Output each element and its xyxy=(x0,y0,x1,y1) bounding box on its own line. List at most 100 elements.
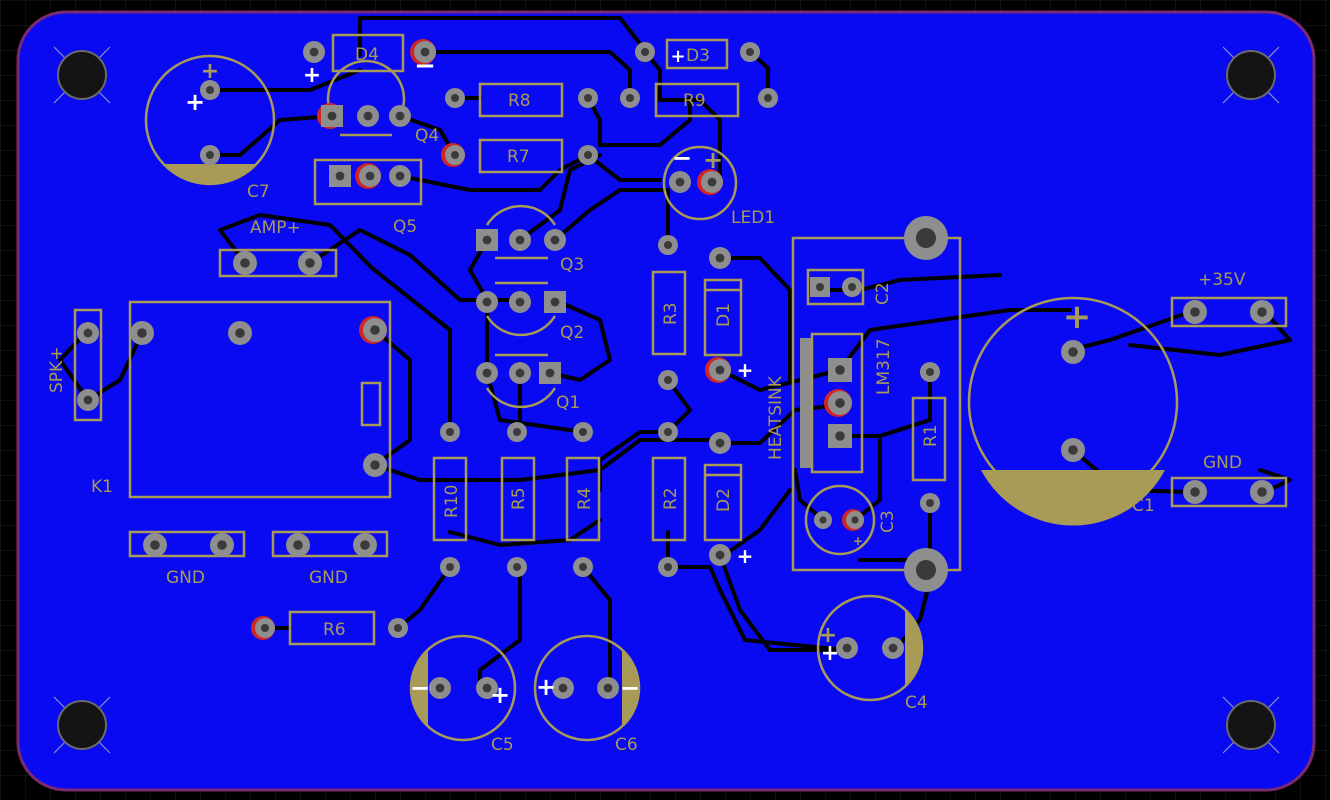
polarity-mark-icon: + xyxy=(536,673,556,701)
pad xyxy=(507,422,527,442)
heatsink-hole xyxy=(904,548,948,592)
polarity-mark-icon: + xyxy=(490,681,510,709)
pad xyxy=(298,251,322,275)
pad xyxy=(200,80,220,100)
pad xyxy=(544,291,566,313)
crosshair-hole-icon xyxy=(1222,696,1280,754)
pad xyxy=(842,509,864,531)
pad xyxy=(920,493,940,513)
pad xyxy=(303,41,325,63)
polarity-mark-icon: + xyxy=(853,534,863,548)
polarity-mark-icon: + xyxy=(737,544,754,568)
pad xyxy=(210,533,234,557)
pad xyxy=(233,251,257,275)
label-lm317: LM317 xyxy=(874,338,894,395)
pad xyxy=(705,357,731,383)
pad xyxy=(1061,340,1085,364)
pad xyxy=(1061,438,1085,462)
pad xyxy=(476,229,498,251)
pad xyxy=(200,145,220,165)
pad xyxy=(620,88,640,108)
pad xyxy=(389,105,411,127)
pad xyxy=(410,39,436,65)
polarity-mark-icon: − xyxy=(672,144,692,172)
pad xyxy=(476,677,498,699)
polarity-mark-icon: + xyxy=(819,623,837,648)
pad xyxy=(77,322,99,344)
label-q5: Q5 xyxy=(393,217,417,237)
label-d1: D1 xyxy=(714,303,734,327)
crosshair-hole-icon xyxy=(1222,46,1280,104)
pad xyxy=(329,165,351,187)
label-k1: K1 xyxy=(91,477,113,497)
label-r6: R6 xyxy=(323,620,346,640)
label-spk-plus: SPK+ xyxy=(47,347,67,393)
pad xyxy=(389,165,411,187)
label-r1: R1 xyxy=(921,424,941,447)
label-q1: Q1 xyxy=(556,393,580,413)
pad xyxy=(828,358,852,382)
pad xyxy=(388,618,408,638)
crosshair-hole-icon xyxy=(53,46,111,104)
pad xyxy=(130,321,154,345)
capacitor-polarity-bands xyxy=(163,164,1165,726)
pad xyxy=(476,291,498,313)
pad xyxy=(440,422,460,442)
pad xyxy=(658,557,678,577)
label-r9: R9 xyxy=(683,91,706,111)
label-amp-plus: AMP+ xyxy=(250,218,301,238)
label-r7: R7 xyxy=(507,147,530,167)
pad xyxy=(441,143,465,167)
pad xyxy=(251,616,275,640)
polarity-mark-icon: + xyxy=(737,358,754,382)
label-c7: C7 xyxy=(247,182,270,202)
pad xyxy=(578,145,598,165)
pad xyxy=(573,422,593,442)
pad xyxy=(143,533,167,557)
label-r5: R5 xyxy=(509,487,529,510)
pad xyxy=(758,88,778,108)
label-r4: R4 xyxy=(575,487,595,510)
polarity-mark-icon: + xyxy=(670,46,685,67)
label-r8: R8 xyxy=(508,91,531,111)
pad xyxy=(697,169,723,195)
label-gnd-left2: GND xyxy=(309,568,348,588)
label-gnd-right: GND xyxy=(1203,453,1242,473)
pad xyxy=(810,277,830,297)
label-c3: C3 xyxy=(878,510,898,533)
polarity-marks: +−+++−++++++−++−+ xyxy=(185,46,1091,709)
pad xyxy=(836,637,858,659)
label-r3: R3 xyxy=(661,302,681,325)
pad xyxy=(359,316,387,344)
label-r2: R2 xyxy=(661,487,681,510)
pad xyxy=(1250,480,1274,504)
pad xyxy=(709,544,731,566)
label-q4: Q4 xyxy=(415,126,439,146)
pad xyxy=(709,432,731,454)
polarity-mark-icon: + xyxy=(1063,297,1092,337)
label-q3: Q3 xyxy=(560,255,584,275)
pad xyxy=(429,677,451,699)
polarity-mark-icon: + xyxy=(185,88,205,116)
pad xyxy=(228,321,252,345)
polarity-mark-icon: + xyxy=(703,146,723,174)
crosshair-hole-icon xyxy=(53,696,111,754)
label-c5: C5 xyxy=(491,735,514,755)
heatsink-hole xyxy=(904,216,948,260)
pad xyxy=(658,370,678,390)
pad xyxy=(1250,300,1274,324)
pad xyxy=(440,557,460,577)
pad xyxy=(814,511,832,529)
label-gnd-left1: GND xyxy=(166,568,205,588)
label-d4: D4 xyxy=(355,45,379,65)
silkscreen xyxy=(73,33,1288,742)
pad xyxy=(842,277,862,297)
pad xyxy=(476,362,498,384)
polarity-mark-icon: − xyxy=(410,674,430,702)
pad xyxy=(445,88,465,108)
pad xyxy=(1183,300,1207,324)
pad xyxy=(578,88,598,108)
pad xyxy=(552,677,574,699)
